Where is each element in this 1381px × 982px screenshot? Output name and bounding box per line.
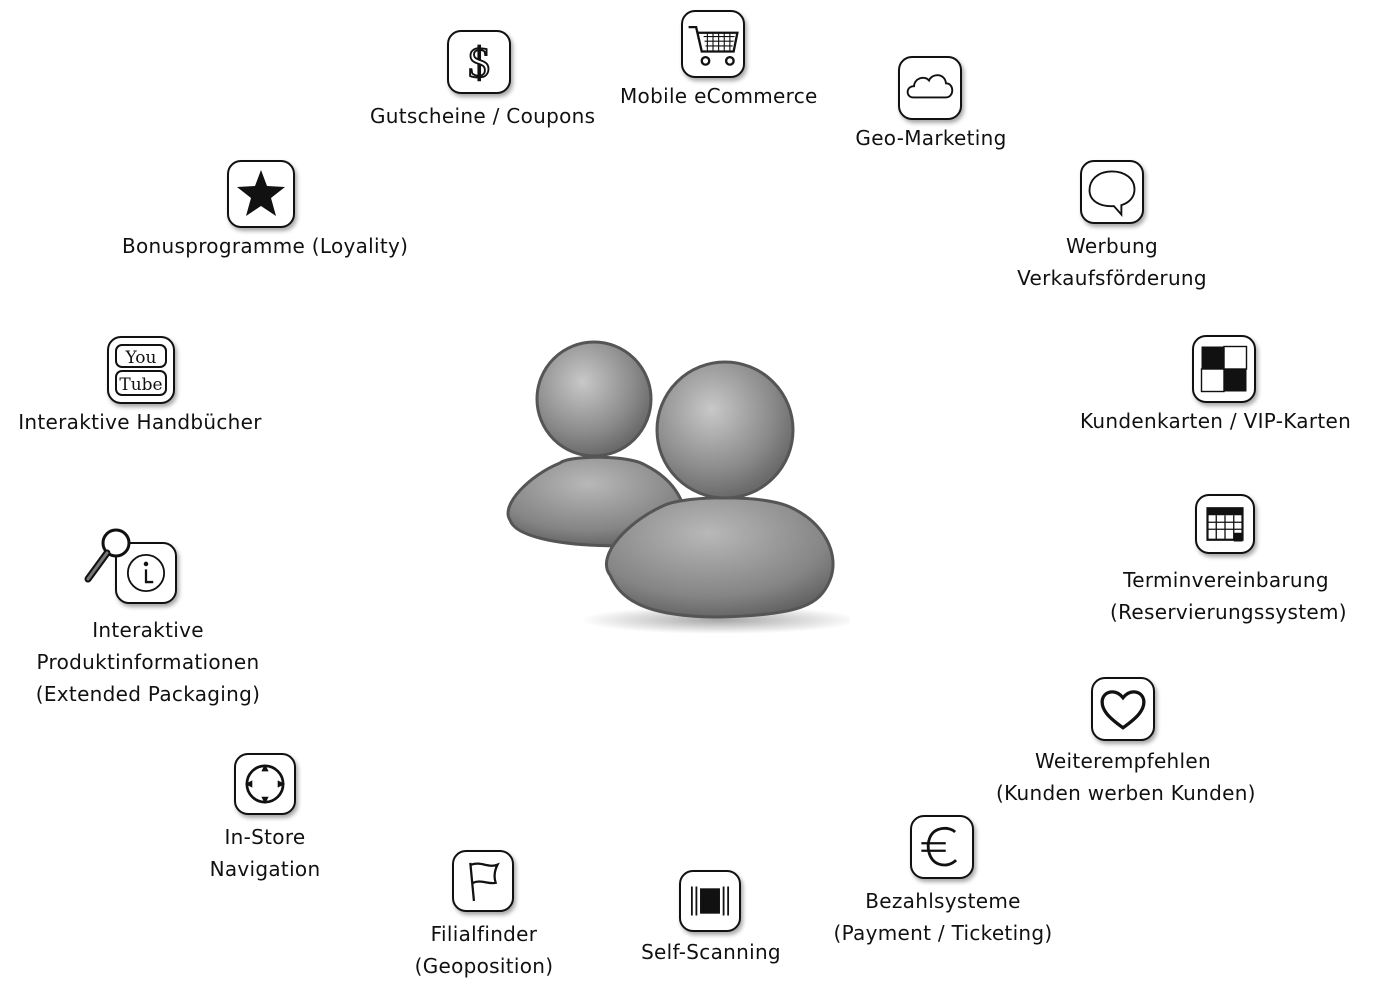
euro-icon[interactable] xyxy=(910,815,974,879)
coupons-label: Gutscheine / Coupons xyxy=(370,100,596,132)
dollar-icon[interactable]: $ xyxy=(447,30,511,94)
label-line: Verkaufsförderung xyxy=(1017,266,1207,290)
label-line: Interaktive xyxy=(92,618,204,642)
speech-bubble-icon[interactable] xyxy=(1080,160,1144,224)
magnifier-icon xyxy=(82,525,136,585)
youtube-icon[interactable]: You Tube xyxy=(107,336,175,404)
label-line: Interaktive Handbücher xyxy=(18,410,262,434)
users-icon xyxy=(490,335,860,635)
label-line: Bezahlsysteme xyxy=(865,889,1021,913)
label-line: (Geoposition) xyxy=(414,954,554,978)
ecommerce-label: Mobile eCommerce xyxy=(620,80,818,112)
label-line: Navigation xyxy=(209,857,321,881)
label-line: Filialfinder xyxy=(430,922,538,946)
label-line: Mobile eCommerce xyxy=(620,84,818,108)
label-line: Geo-Marketing xyxy=(855,126,1007,150)
label-line: Produktinformationen xyxy=(36,650,260,674)
youtube-you-text: You xyxy=(125,348,157,368)
label-line: Werbung xyxy=(1066,234,1158,258)
produkt-label: Interaktive Produktinformationen (Extend… xyxy=(30,614,266,710)
svg-text:$: $ xyxy=(468,40,490,87)
label-line: Kundenkarten / VIP-Karten xyxy=(1080,409,1352,433)
calendar-icon[interactable] xyxy=(1195,494,1255,554)
label-line: Bonusprogramme (Loyality) xyxy=(122,234,409,258)
checkerboard-icon[interactable] xyxy=(1192,335,1256,403)
label-line: (Extended Packaging) xyxy=(35,682,261,706)
flag-icon[interactable] xyxy=(452,850,514,912)
werbung-label: Werbung Verkaufsförderung xyxy=(1010,230,1214,294)
label-line: Self-Scanning xyxy=(641,940,781,964)
filial-label: Filialfinder (Geoposition) xyxy=(412,918,556,982)
heart-icon[interactable] xyxy=(1091,677,1155,741)
compass-icon[interactable] xyxy=(234,753,296,815)
scanning-label: Self-Scanning xyxy=(636,936,786,968)
handbuch-label: Interaktive Handbücher xyxy=(12,406,268,438)
shopping-cart-icon[interactable] xyxy=(681,10,745,78)
bonus-label: Bonusprogramme (Loyality) xyxy=(122,230,409,262)
label-line: Gutscheine / Coupons xyxy=(370,104,596,128)
star-icon[interactable] xyxy=(227,160,295,228)
label-line: (Kunden werben Kunden) xyxy=(996,781,1256,805)
label-line: Terminvereinbarung xyxy=(1123,568,1329,592)
cloud-icon[interactable] xyxy=(898,56,962,120)
label-line: Weiterempfehlen xyxy=(1035,749,1211,773)
geo-label: Geo-Marketing xyxy=(850,122,1012,154)
label-line: In-Store xyxy=(224,825,306,849)
barcode-icon[interactable] xyxy=(679,870,741,932)
termin-label: Terminvereinbarung (Reservierungssystem) xyxy=(1110,564,1347,628)
weiter-label: Weiterempfehlen (Kunden werben Kunden) xyxy=(996,745,1256,809)
bezahl-label: Bezahlsysteme (Payment / Ticketing) xyxy=(828,885,1058,949)
youtube-tube-text: Tube xyxy=(119,375,162,395)
label-line: (Payment / Ticketing) xyxy=(833,921,1053,945)
label-line: (Reservierungssystem) xyxy=(1110,600,1347,624)
kunden-label: Kundenkarten / VIP-Karten xyxy=(1080,405,1379,437)
instore-label: In-Store Navigation xyxy=(200,821,330,885)
